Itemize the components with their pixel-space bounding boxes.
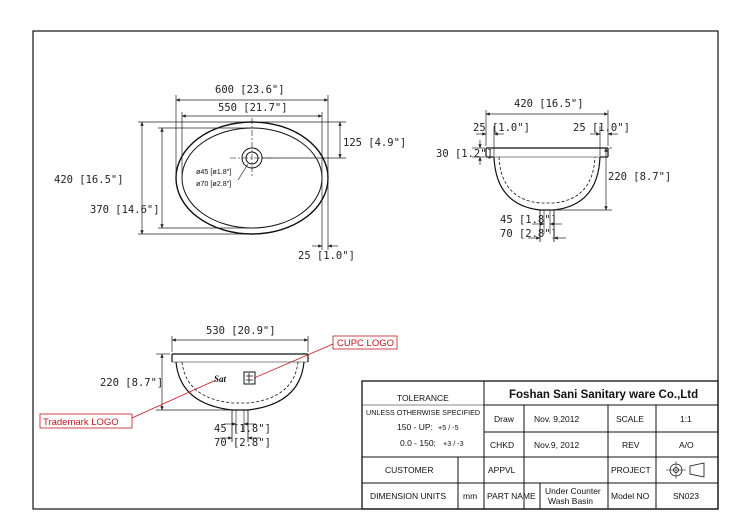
draw-label: Draw [494,414,515,424]
scale-label: SCALE [616,414,644,424]
tolerance-row-2: 0.0 - 150: [400,438,436,448]
front-view-dimensions [156,336,309,440]
tolerance-row-1: 150 - UP: [397,422,433,432]
dimension-units-label: DIMENSION UNITS [370,491,446,501]
trademark-callout-box [39,413,133,429]
side-bowl-outer [493,156,601,211]
top-view-dimensions [138,95,346,250]
tolerance-row-1-value: +5 / -5 [438,423,459,432]
scale-value: 1:1 [680,414,692,424]
top-drain-inner-label: ø45 [ø1.8"] [196,167,231,176]
side-rim-left-label: 25 [1.0"] [473,122,530,134]
front-width-label: 530 [20.9"] [206,325,276,337]
project-label: PROJECT [611,465,651,475]
side-view-dimensions [472,110,618,240]
dimension-units-value: mm [463,491,477,501]
rev-label: REV [622,440,640,450]
part-name-line-2: Wash Basin [548,496,593,506]
model-label: Model NO [611,491,650,501]
chkd-label: CHKD [490,440,514,450]
top-overall-width-label: 600 [23.6"] [215,84,285,96]
part-name-label: PART NAME [487,491,536,501]
draw-date: Nov. 9,2012 [534,414,579,424]
top-inner-depth-label: 370 [14.6"] [90,204,160,216]
drawing-frame [32,30,719,510]
chkd-date: Nov.9, 2012 [534,440,579,450]
tolerance-title: TOLERANCE [397,393,449,403]
customer-label: CUSTOMER [385,465,434,475]
side-rim-right-label: 25 [1.0"] [573,122,630,134]
trademark-logo-mark: Sat [214,374,227,384]
top-overall-depth-label: 420 [16.5"] [54,174,124,186]
title-block [361,380,719,510]
part-name-line-1: Under Counter [545,486,601,496]
side-drain-outer-label: 70 [2.8"] [500,228,557,240]
side-width-label: 420 [16.5"] [514,98,584,110]
top-drain-outer-label: ø70 [ø2.8"] [196,179,231,188]
side-drain-inner-label: 45 [1.8"] [500,214,557,226]
top-inner-width-label: 550 [21.7"] [218,102,288,114]
top-rim-label: 25 [1.0"] [298,250,355,262]
front-bowl-inner [181,361,299,404]
model-value: SN023 [673,491,699,501]
cupc-logo-mark [243,371,256,385]
top-view [175,118,329,235]
front-drain-inner-label: 45 [1.8"] [214,423,271,435]
tolerance-unless: UNLESS OTHERWISE SPECIFIED [366,408,480,417]
front-drain-outer-label: 70 [2.8"] [214,437,271,449]
top-tap-offset-label: 125 [4.9"] [343,137,406,149]
side-bowl-inner [498,156,596,204]
tolerance-row-2-value: +3 / -3 [443,439,464,448]
projection-symbol-icon [666,461,705,479]
appvl-label: APPVL [488,465,516,475]
company-name: Foshan Sani Sanitary ware Co.,Ltd [509,389,698,401]
cupc-callout-box [332,335,398,350]
rev-value: A/O [679,440,694,450]
cupc-logo-callout: CUPC LOGO [337,338,394,349]
side-rim-thickness-label: 30 [1.2"] [436,148,493,160]
front-height-label: 220 [8.7"] [100,377,163,389]
trademark-logo-callout: Trademark LOGO [43,417,119,428]
front-bowl-outer [175,361,305,411]
callout-lines [39,335,398,429]
side-height-label: 220 [8.7"] [608,171,671,183]
